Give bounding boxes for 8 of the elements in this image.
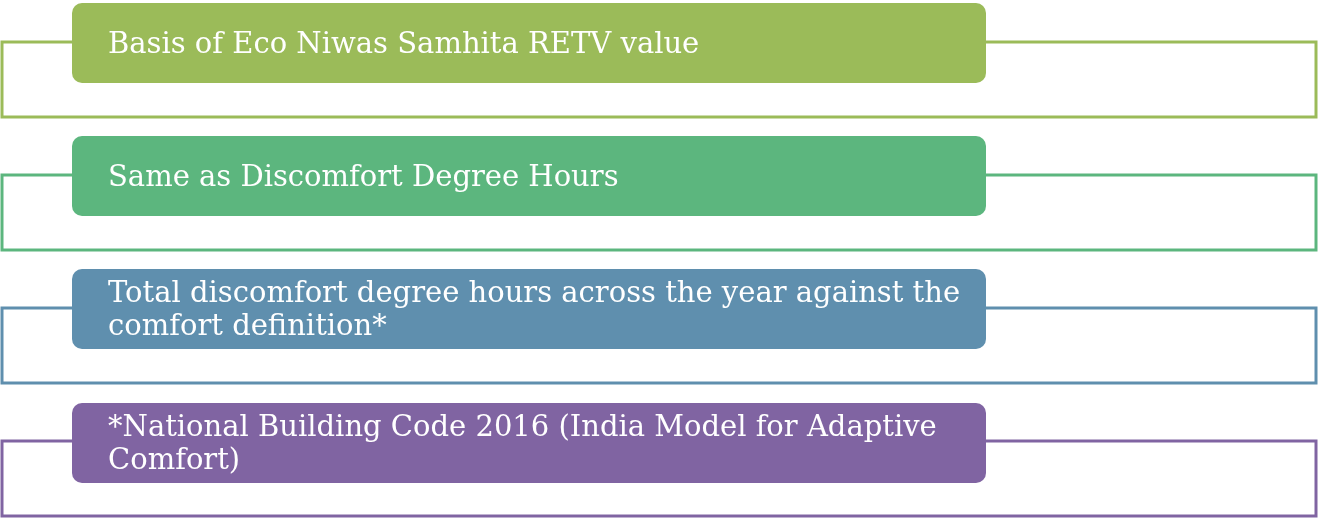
list-item-box [72,3,986,83]
item-text: Basis of Eco Niwas Samhita RETV value [108,26,700,60]
list-item-box [72,269,986,349]
list-item-box [72,403,986,483]
item-text: Total discomfort degree hours across the year against the comfort definition* [108,276,962,342]
item-text: *National Building Code 2016 (India Model for Adaptive Comfort) [108,410,938,476]
list-item-box [72,136,986,216]
item-text: Same as Discomfort Degree Hours [108,159,619,193]
